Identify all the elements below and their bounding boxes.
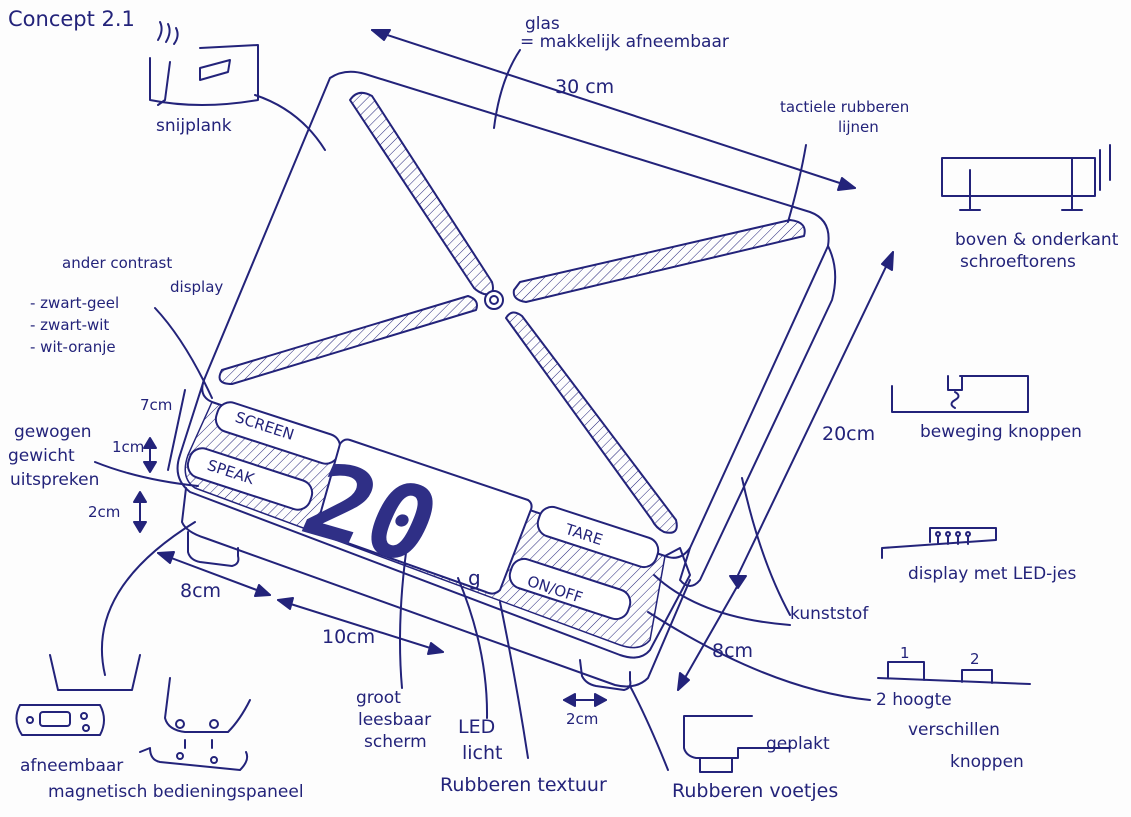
sketch-title: Concept 2.1 xyxy=(8,7,135,31)
right-foot xyxy=(579,659,632,691)
dim-7cm-line xyxy=(167,389,186,471)
leader-hoogte xyxy=(647,611,871,701)
tare-button-shape xyxy=(536,505,660,569)
leader-gewogen xyxy=(94,461,199,487)
leader-led xyxy=(457,577,489,719)
leader-tare xyxy=(653,574,791,626)
label-dim-8cm-right: 8cm xyxy=(712,640,754,662)
label-kunststof: kunststof xyxy=(790,604,869,624)
label-hoogte-2: 2 xyxy=(970,650,980,668)
label-zwart-geel: - zwart-geel xyxy=(30,294,120,312)
label-geplakt: geplakt xyxy=(766,734,830,754)
display-unit: g xyxy=(468,566,481,590)
label-verschillen: verschillen xyxy=(908,720,1000,740)
leader-tactiele xyxy=(787,144,807,223)
label-licht: licht xyxy=(462,742,503,764)
label-zwart-wit: - zwart-wit xyxy=(30,316,110,334)
leader-glas xyxy=(493,49,521,129)
leader-rubberen-voetjes xyxy=(629,685,669,771)
label-dim-10cm: 10cm xyxy=(322,626,376,648)
snijplank-sketch xyxy=(149,44,259,106)
label-ander-contrast: ander contrast xyxy=(62,254,173,272)
dim-8cm-left-line xyxy=(157,552,271,596)
leader-rubberen-textuur xyxy=(499,601,529,759)
label-leesbaar: leesbaar xyxy=(358,710,432,730)
label-led: LED xyxy=(458,716,496,738)
label-glas: glas xyxy=(525,14,560,34)
tactile-line-right xyxy=(512,219,806,303)
leader-afneembaar xyxy=(100,521,196,676)
label-dim-2cm-bottom: 2cm xyxy=(566,710,599,728)
label-contrast-display: display xyxy=(170,278,224,296)
control-panel-bottom xyxy=(181,487,691,688)
tactile-line-bottom xyxy=(505,311,678,534)
tactile-line-top-left xyxy=(349,91,494,296)
label-rubberen-voetjes: Rubberen voetjes xyxy=(672,780,839,802)
geplakt-sketch xyxy=(683,715,791,773)
label-afneembaar: afneembaar xyxy=(20,756,124,776)
label-groot: groot xyxy=(356,688,401,708)
magnetisch-panel-sketch xyxy=(139,677,251,771)
label-dim-2cm-left: 2cm xyxy=(88,503,121,521)
label-dim-8cm-left: 8cm xyxy=(180,580,222,602)
label-boven-onderkant: boven & onderkant xyxy=(955,230,1119,250)
center-knob xyxy=(484,290,504,310)
display-screen-shape xyxy=(315,438,533,595)
control-panel-body xyxy=(176,379,691,659)
label-dim-20cm: 20cm xyxy=(822,423,876,445)
label-width-30cm: 30 cm xyxy=(555,76,615,98)
label-dim-1cm: 1cm xyxy=(112,438,145,456)
beweging-sketch xyxy=(891,375,1029,413)
label-schroeftorens: schroeftorens xyxy=(960,252,1076,272)
left-foot xyxy=(187,531,240,567)
label-display-led: display met LED-jes xyxy=(908,564,1077,584)
label-dim-7cm: 7cm xyxy=(140,396,173,414)
label-scherm: scherm xyxy=(364,732,427,752)
tactile-line-left xyxy=(218,295,478,385)
label-magnetisch-bedieningspaneel: magnetisch bedieningspaneel xyxy=(48,782,304,802)
label-lijnen: lijnen xyxy=(838,118,879,136)
label-knoppen: knoppen xyxy=(950,752,1024,772)
label-wit-oranje: - wit-oranje xyxy=(30,338,116,356)
hoogte-sketch xyxy=(877,661,1031,685)
leader-snijplank xyxy=(254,94,326,151)
speak-button-shape xyxy=(186,447,314,511)
dim-10cm-line xyxy=(277,599,444,653)
label-2-hoogte: 2 hoogte xyxy=(876,690,952,710)
label-uitspreken: uitspreken xyxy=(10,470,100,490)
label-gewogen: gewogen xyxy=(14,422,92,442)
label-beweging-knoppen: beweging knoppen xyxy=(920,422,1082,442)
afneembaar-panel-sketch xyxy=(15,654,141,736)
label-hoogte-1: 1 xyxy=(900,644,910,662)
label-rubberen-textuur: Rubberen textuur xyxy=(440,774,607,796)
dim-30cm-line xyxy=(371,29,856,189)
leader-contrast xyxy=(154,307,213,399)
schroeftorens-sketch xyxy=(941,144,1111,211)
leader-groot xyxy=(399,537,409,689)
label-snijplank: snijplank xyxy=(156,116,232,136)
onoff-button-shape xyxy=(508,557,632,621)
dim-20cm-line xyxy=(737,251,894,576)
label-gewicht: gewicht xyxy=(8,446,75,466)
label-tactiele-rubberen: tactiele rubberen xyxy=(780,98,910,116)
display-led-sketch xyxy=(881,527,997,559)
leader-kunststof xyxy=(741,477,791,616)
dim-8cm-right-line xyxy=(677,584,739,691)
label-makkelijk-afneembaar: = makkelijk afneembaar xyxy=(520,32,729,52)
